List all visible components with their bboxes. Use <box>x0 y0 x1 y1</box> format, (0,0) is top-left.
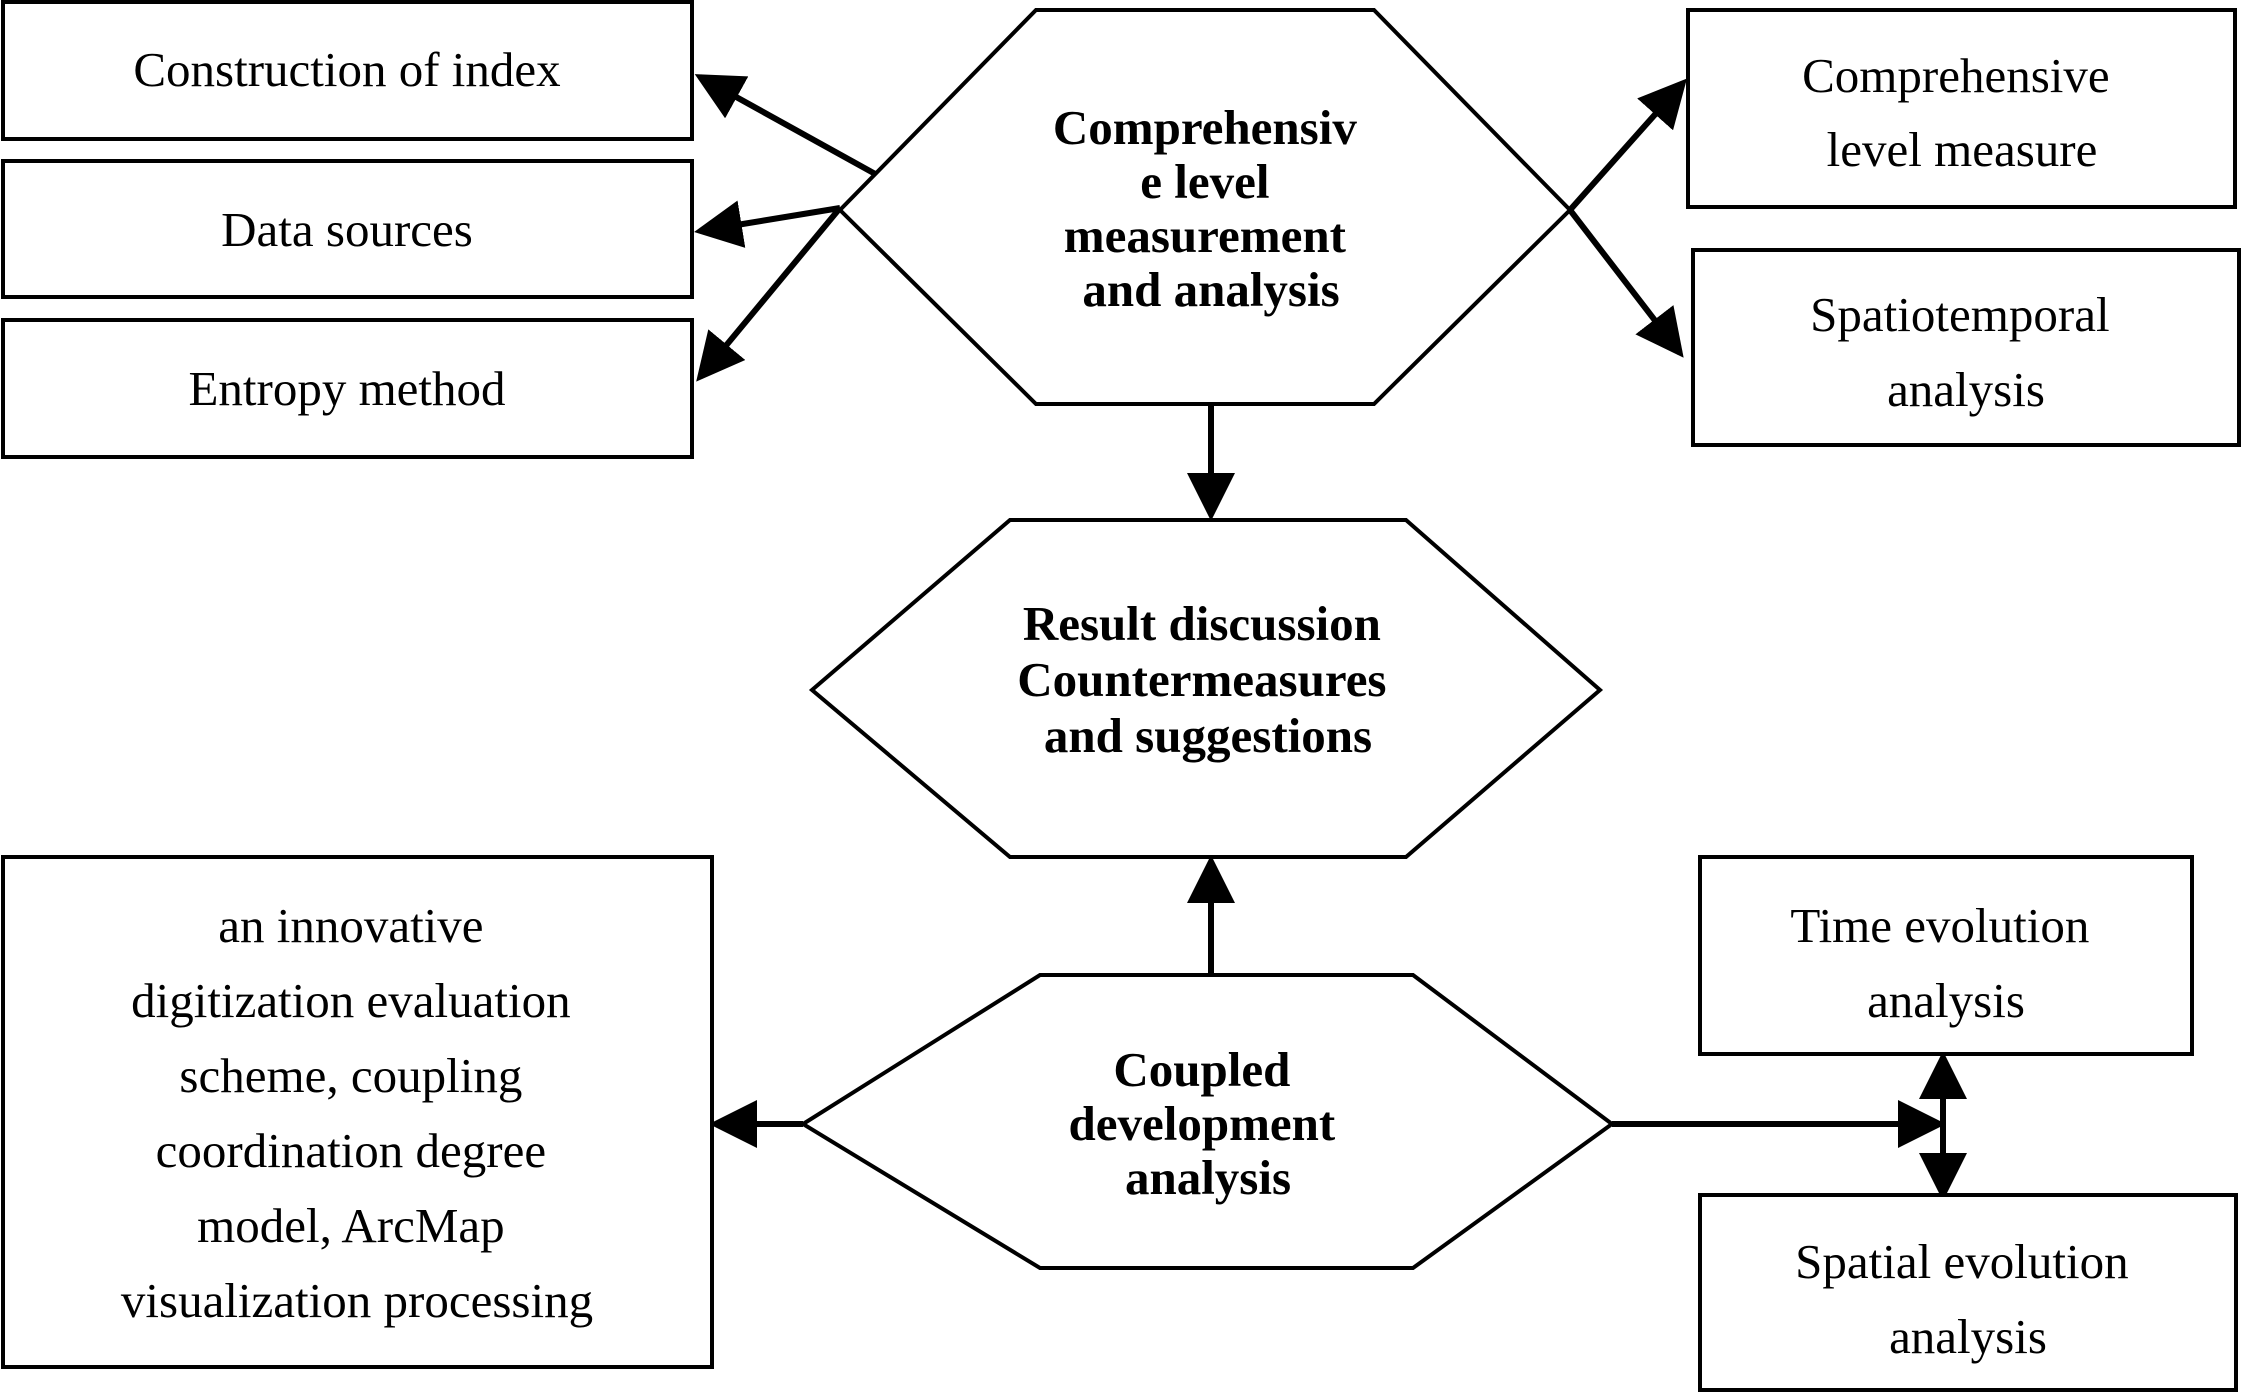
hex-coupled-line-2: development <box>1069 1096 1336 1151</box>
node-hex-result: Result discussion Countermeasures and su… <box>808 518 1604 859</box>
box-shape <box>1 855 714 1369</box>
box-comprehensive-level-line-1: Comprehensive <box>1802 48 2110 103</box>
hex-result-label: Result discussion Countermeasures and su… <box>1017 596 1399 763</box>
box-shape <box>1 159 694 299</box>
box-spatiotemporal-label: Spatiotemporal analysis <box>1810 287 2122 417</box>
box-data-sources-line-1: Data sources <box>221 202 473 257</box>
box-entropy-label: Entropy method <box>188 361 505 416</box>
hex-result-line-1: Result discussion <box>1023 596 1381 651</box>
hexagon-shape <box>799 973 1616 1270</box>
hex-comprehensive-line-2: e level <box>1140 154 1269 209</box>
box-innovative-line-6: visualization processing <box>121 1273 593 1328</box>
hex-coupled-line-3: analysis <box>1125 1150 1291 1205</box>
hex-coupled-line-1: Coupled <box>1113 1042 1290 1097</box>
box-innovative-line-2: digitization evaluation <box>131 973 571 1028</box>
box-shape <box>1686 8 2237 209</box>
hex-comprehensive-line-4: and analysis <box>1082 262 1339 317</box>
edge-to-entropy-method <box>696 206 843 382</box>
edge-to-comprehensive-level-measure <box>1567 78 1687 212</box>
hex-result-line-3: and suggestions <box>1044 708 1372 763</box>
box-spatial-evolution-line-2: analysis <box>1889 1309 2047 1364</box>
box-time-evolution-line-1: Time evolution <box>1790 898 2089 953</box>
edge-to-spatiotemporal-analysis <box>1567 208 1684 358</box>
box-data-sources-label: Data sources <box>221 202 473 257</box>
box-time-evolution-line-2: analysis <box>1867 973 2025 1028</box>
box-innovative-label: an innovative digitization evaluation sc… <box>121 898 593 1328</box>
box-spatiotemporal-line-1: Spatiotemporal <box>1810 287 2109 342</box>
box-entropy-line-1: Entropy method <box>188 361 505 416</box>
box-shape <box>1698 855 2194 1056</box>
node-box-innovative: an innovative digitization evaluation sc… <box>1 855 714 1369</box>
node-hex-coupled: Coupled development analysis <box>799 973 1616 1270</box>
node-box-time-evolution: Time evolution analysis <box>1698 855 2194 1056</box>
box-innovative-line-1: an innovative <box>218 898 483 953</box>
edges-layer <box>694 74 1967 1201</box>
box-spatial-evolution-line-1: Spatial evolution <box>1795 1234 2128 1289</box>
node-box-comprehensive-level: Comprehensive level measure <box>1686 8 2237 209</box>
box-shape <box>1 0 694 141</box>
node-box-data-sources: Data sources <box>1 159 694 299</box>
box-spatial-evolution-label: Spatial evolution analysis <box>1795 1234 2141 1364</box>
hex-comprehensive-label: Comprehensiv e level measurement and ana… <box>1053 100 1369 317</box>
node-box-spatial-evolution: Spatial evolution analysis <box>1698 1193 2238 1392</box>
node-hex-comprehensive: Comprehensiv e level measurement and ana… <box>837 8 1573 406</box>
hex-result-line-2: Countermeasures <box>1017 652 1386 707</box>
box-shape <box>1691 248 2241 447</box>
node-box-construction: Construction of index <box>1 0 694 141</box>
box-innovative-line-5: model, ArcMap <box>197 1198 505 1253</box>
box-construction-label: Construction of index <box>133 42 560 97</box>
box-spatiotemporal-line-2: analysis <box>1887 362 2045 417</box>
node-box-spatiotemporal: Spatiotemporal analysis <box>1691 248 2241 447</box>
node-box-entropy: Entropy method <box>1 318 694 459</box>
box-shape <box>1698 1193 2238 1392</box>
box-construction-line-1: Construction of index <box>133 42 560 97</box>
box-innovative-line-4: coordination degree <box>156 1123 546 1178</box>
box-innovative-line-3: scheme, coupling <box>179 1048 522 1103</box>
box-shape <box>1 318 694 459</box>
hexagon-shape <box>837 8 1573 406</box>
hex-comprehensive-line-3: measurement <box>1064 208 1347 263</box>
edge-to-data-sources <box>694 200 841 248</box>
hex-comprehensive-line-1: Comprehensiv <box>1053 100 1358 155</box>
box-comprehensive-level-line-2: level measure <box>1827 122 2098 177</box>
hex-coupled-label: Coupled development analysis <box>1069 1042 1348 1205</box>
box-time-evolution-label: Time evolution analysis <box>1790 898 2101 1028</box>
hexagon-shape <box>808 518 1604 859</box>
box-comprehensive-level-label: Comprehensive level measure <box>1802 48 2122 177</box>
